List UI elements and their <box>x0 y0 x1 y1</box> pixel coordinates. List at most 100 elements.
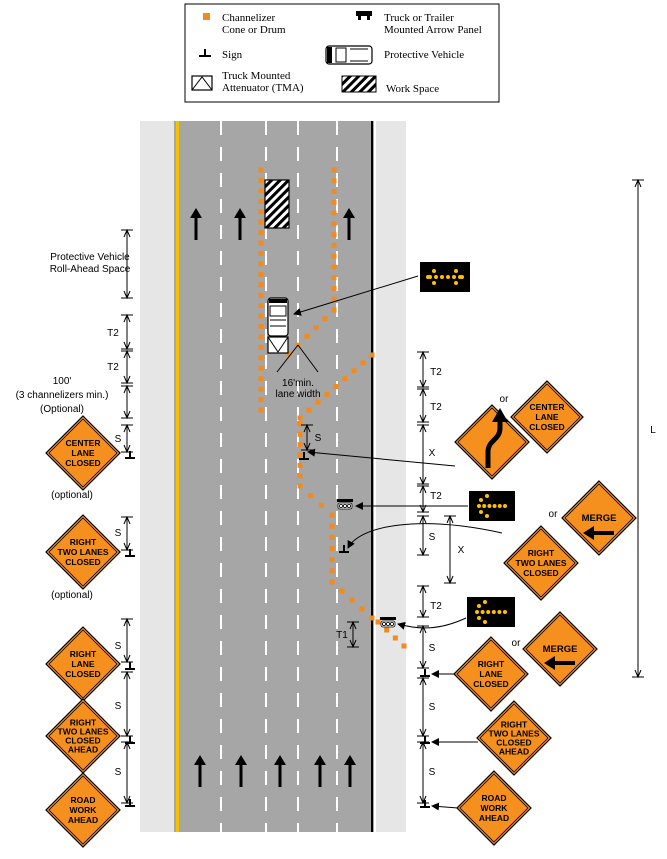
t2-dimension-right-2: T2 <box>417 387 442 424</box>
right-shoulder <box>376 121 406 832</box>
channelizer <box>258 230 264 236</box>
channelizer <box>331 253 337 259</box>
leader-line <box>397 617 467 630</box>
channelizer <box>375 619 381 625</box>
direction-arrow-icon <box>344 755 356 787</box>
arrow-panel-left-icon-lower <box>467 597 515 627</box>
channelizer <box>329 557 335 563</box>
x-dimension-2: X <box>444 514 465 585</box>
sign-icon <box>299 452 309 460</box>
channelizer <box>297 415 303 421</box>
s-dimension-4: S <box>115 670 133 738</box>
curve-warning-sign <box>454 404 530 480</box>
t2-dimension-label: T2 <box>107 328 119 339</box>
work-space <box>264 179 290 229</box>
channelizer <box>369 352 375 358</box>
dimension <box>121 384 133 420</box>
channelizer <box>331 221 337 227</box>
channelizer <box>318 502 324 508</box>
channelizer <box>329 523 335 529</box>
sign-icon <box>125 549 135 557</box>
channelizer <box>258 386 264 392</box>
channelizer <box>297 431 303 437</box>
channelizer <box>359 606 365 612</box>
channelizer <box>331 296 337 302</box>
s-dimension-right-4: S <box>417 740 436 805</box>
direction-arrow-icon <box>343 208 355 240</box>
sign-icon <box>420 736 430 744</box>
sign-icon <box>420 669 430 677</box>
legend-work-space: Work Space <box>386 83 439 95</box>
channelizer <box>297 442 303 448</box>
lane-width-label: 16'min.lane width <box>275 378 320 400</box>
optional-label: (optional) <box>51 490 93 501</box>
t1-dimension: T1 <box>336 620 359 649</box>
arrow-panel-legend-icon <box>356 11 372 20</box>
s-dimension-5-label: S <box>115 767 122 778</box>
sign-legend-icon <box>199 49 211 57</box>
channelizer <box>331 307 337 313</box>
x-dimension-label: X <box>429 448 436 459</box>
channelizer <box>306 407 312 413</box>
s-dimension-label: S <box>115 434 122 445</box>
dimension <box>121 228 133 300</box>
direction-arrows <box>190 208 356 787</box>
x-dimension-2-label: X <box>458 545 465 556</box>
channelizer <box>258 188 264 194</box>
or-label-3: or <box>512 638 522 649</box>
s-dimension-3-label: S <box>115 641 122 652</box>
channelizer <box>258 198 264 204</box>
arrow-panel-left-icon <box>469 491 515 521</box>
direction-arrow-icon <box>274 755 286 787</box>
t2-dimension-right: T2 <box>417 350 442 389</box>
direction-arrow-icon <box>314 755 326 787</box>
channelizer <box>384 627 390 633</box>
channelizer <box>258 397 264 403</box>
channelizer <box>329 568 335 574</box>
direction-arrow-icon <box>235 755 247 787</box>
arrow-panel-double-icon <box>420 262 470 292</box>
channelizer <box>258 282 264 288</box>
channelizer <box>258 292 264 298</box>
leader-line <box>347 523 503 549</box>
channelizer <box>258 250 264 256</box>
channelizer <box>258 271 264 277</box>
channelizer <box>369 615 375 621</box>
s-dimension-right-label: S <box>429 532 436 543</box>
t1-dimension-label: T1 <box>336 630 348 641</box>
road-surface <box>174 121 374 832</box>
s-dimension: S <box>115 423 133 454</box>
tma-legend-icon <box>191 75 213 91</box>
channelizer <box>329 546 335 551</box>
direction-arrow-icon <box>194 755 206 787</box>
leader-line <box>307 448 456 467</box>
merge-arrow-icon <box>583 526 614 540</box>
s-dimension-right-2-label: S <box>429 643 436 654</box>
channelizer <box>258 261 264 267</box>
channelizer <box>349 597 355 603</box>
roadway <box>140 121 406 832</box>
channelizer <box>297 483 303 489</box>
t2-dimension-right-label: T2 <box>430 367 442 378</box>
s-dimension-2-label: S <box>115 528 122 539</box>
work-space-legend-icon <box>341 75 377 93</box>
s-dimension-3: S <box>115 617 133 664</box>
channelizer <box>308 493 314 499</box>
channelizer <box>333 384 339 389</box>
